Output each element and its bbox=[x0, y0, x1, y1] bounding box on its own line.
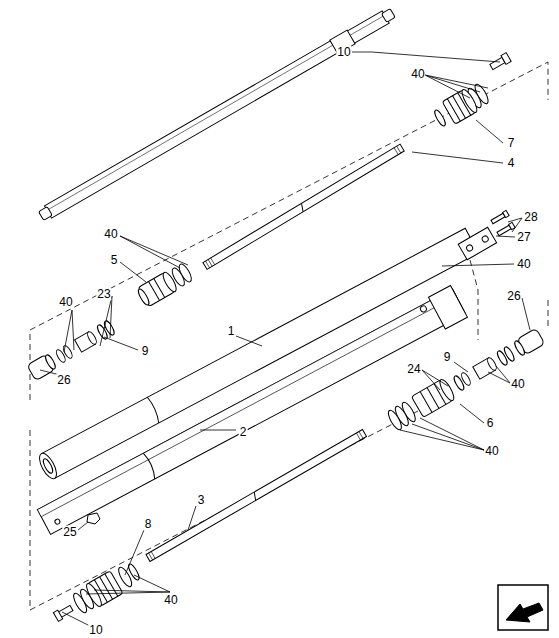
callout-number: 4 bbox=[507, 157, 516, 170]
callout-number: 7 bbox=[507, 137, 516, 150]
callout-number: 40 bbox=[484, 445, 499, 458]
callout-number: 23 bbox=[96, 288, 111, 301]
callout-number: 40 bbox=[58, 296, 73, 309]
callout-number: 6 bbox=[486, 417, 495, 430]
callout-number: 10 bbox=[88, 623, 103, 636]
callout-number: 40 bbox=[103, 228, 118, 241]
callout-number: 3 bbox=[197, 494, 206, 507]
callout-number: 24 bbox=[406, 363, 421, 376]
callout-number: 1 bbox=[227, 325, 236, 338]
callout-number: 25 bbox=[62, 526, 77, 539]
callout-number: 26 bbox=[506, 290, 521, 303]
callout-number: 40 bbox=[410, 68, 425, 81]
callout-number: 9 bbox=[443, 351, 452, 364]
callout-number: 8 bbox=[144, 518, 153, 531]
callout-number: 27 bbox=[516, 231, 531, 244]
callout-number: 28 bbox=[523, 211, 538, 224]
callout-number: 40 bbox=[510, 378, 525, 391]
callout-number: 40 bbox=[163, 594, 178, 607]
callout-number: 26 bbox=[56, 374, 71, 387]
callout-number: 40 bbox=[516, 258, 531, 271]
callout-number: 10 bbox=[336, 46, 351, 59]
callout-number: 5 bbox=[110, 254, 119, 267]
callout-number: 9 bbox=[141, 345, 150, 358]
callout-number: 2 bbox=[239, 426, 248, 439]
